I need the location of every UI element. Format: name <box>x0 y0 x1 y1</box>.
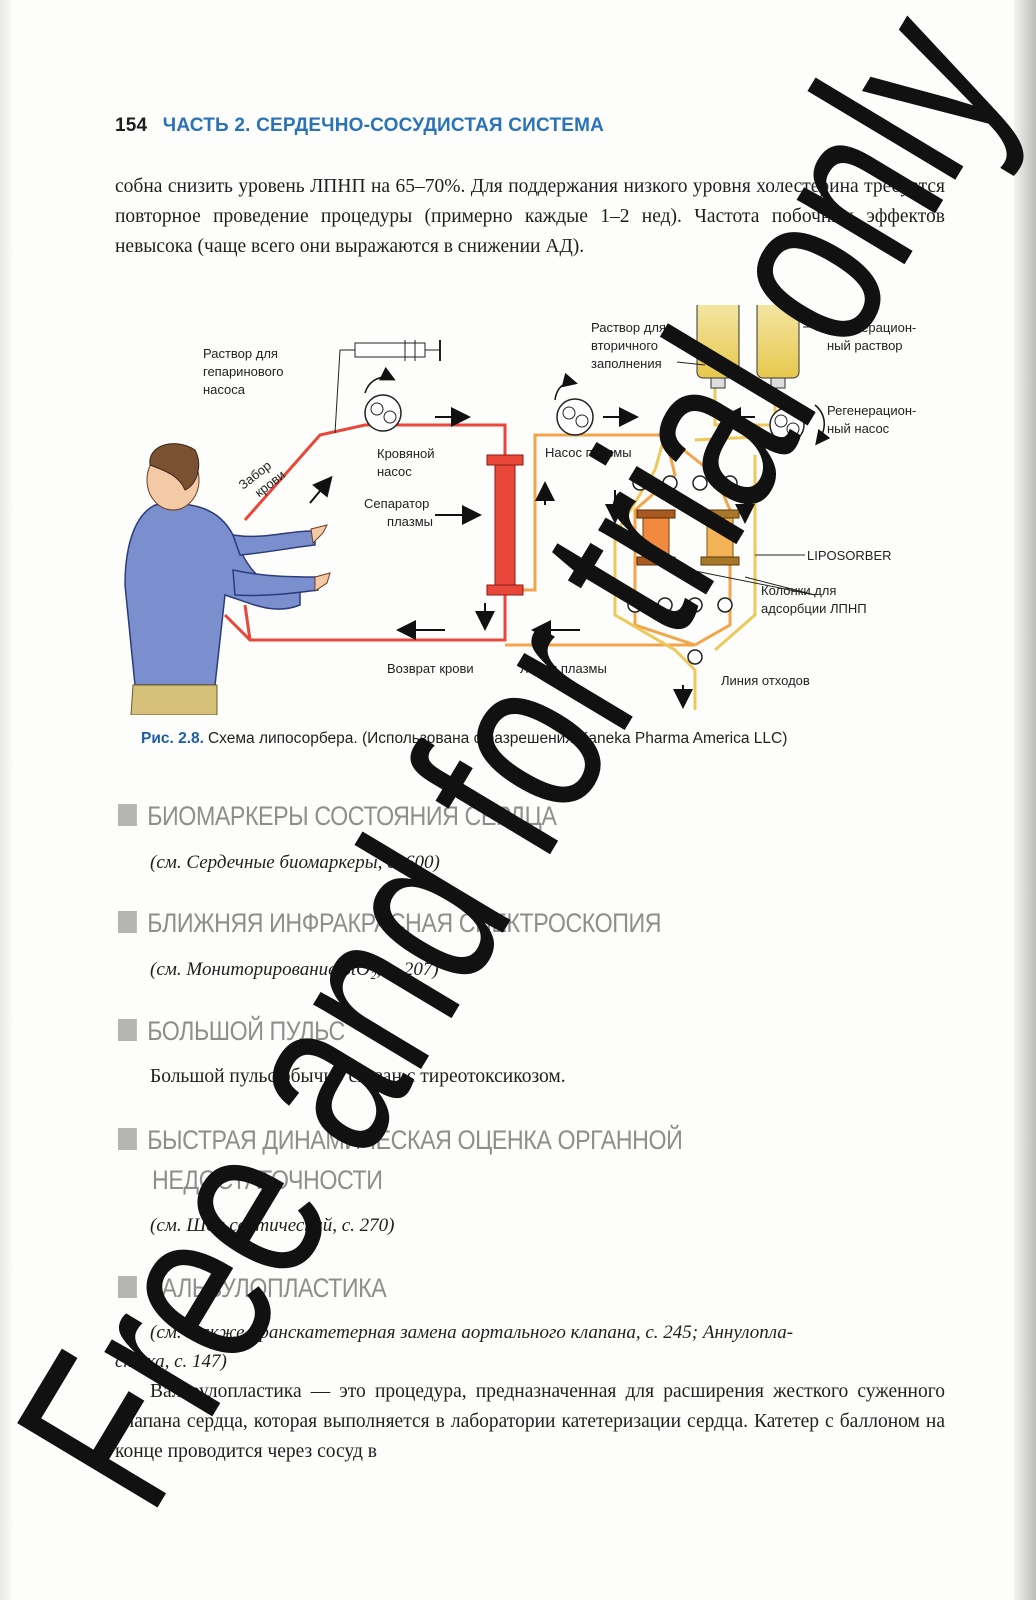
plasma-pump <box>554 372 594 436</box>
page-number: 154 <box>115 115 148 136</box>
regeneration-solution-bag <box>756 305 800 389</box>
label-blood-draw: Забор крови <box>236 454 288 504</box>
label-heparin: Раствор для гепаринового насоса <box>203 346 287 397</box>
leader-lines <box>674 326 820 596</box>
label-priming: Раствор для вторичного заполнения <box>591 320 670 371</box>
section-body-valvuloplasty: Вальвулопластика — это процедура, предна… <box>115 1381 945 1462</box>
section-heading-sofa-line2: НЕДОСТАТОЧНОСТИ <box>152 1165 383 1195</box>
heading-bullet-icon <box>118 804 137 826</box>
label-regen-pump: Регенерацион- ный насос <box>827 403 920 436</box>
heading-bullet-icon <box>118 1128 137 1150</box>
running-head: 154 ЧАСТЬ 2. СЕРДЕЧНО-СОСУДИСТАЯ СИСТЕМА <box>115 115 604 137</box>
label-regen-solution: Регенерацион- ный раствор <box>827 320 920 353</box>
flow-arrows <box>309 407 755 709</box>
label-blood-pump: Кровяной насос <box>377 446 438 479</box>
regeneration-pump <box>769 404 831 446</box>
page-shadow-left <box>0 0 14 1600</box>
chapter-title: ЧАСТЬ 2. СЕРДЕЧНО-СОСУДИСТАЯ СИСТЕМА <box>162 115 605 136</box>
label-plasma-pump: Насос плазмы <box>545 445 632 460</box>
section-heading-biomarkers: БИОМАРКЕРЫ СОСТОЯНИЯ СЕРДЦА <box>118 798 557 834</box>
section-ref-biomarkers: (см. Сердечные биомаркеры, с. 600) <box>150 852 440 873</box>
section-heading-large-pulse: БОЛЬШОЙ ПУЛЬС <box>118 1013 345 1049</box>
figure-caption: Рис. 2.8.Схема липосорбера. (Использован… <box>141 730 787 748</box>
label-liposorber: LIPOSORBER <box>807 548 892 563</box>
section-heading-nirs: БЛИЖНЯЯ ИНФРАКРАСНАЯ СПЕКТРОСКОПИЯ <box>118 905 662 941</box>
section-heading-valvuloplasty: ВАЛЬВУЛОПЛАСТИКА <box>118 1270 387 1306</box>
plasma-separator <box>486 454 524 596</box>
valves <box>627 475 738 665</box>
section-ref-valvuloplasty-1: (см. также Транскатетерная замена аортал… <box>150 1322 794 1343</box>
blood-circuit <box>223 423 507 642</box>
heading-bullet-icon <box>118 1019 137 1041</box>
blood-pump <box>364 366 402 432</box>
heading-bullet-icon <box>118 1276 137 1298</box>
label-waste-line: Линия отходов <box>721 673 810 688</box>
priming-solution-bag <box>696 305 740 389</box>
section-ref-sofa: (см. Шок септический, с. 270) <box>150 1215 395 1236</box>
patient-figure <box>124 443 331 715</box>
figure-caption-text: Схема липосорбера. (Использована с разре… <box>207 730 788 747</box>
figure-caption-label: Рис. 2.8. <box>141 730 204 747</box>
section-ref-valvuloplasty-2: стика, с. 147) <box>115 1351 227 1372</box>
page-binding-edge <box>1014 0 1036 1600</box>
liposorber-diagram: Раствор для гепаринового насоса Забор кр… <box>124 305 920 715</box>
label-blood-return: Возврат крови <box>387 661 474 676</box>
regen-circuit <box>613 365 797 710</box>
ldl-adsorption-column-right <box>700 509 740 566</box>
section-body-large-pulse: Большой пульс обычно связан с тиреотокси… <box>150 1066 566 1087</box>
heading-bullet-icon <box>118 911 137 933</box>
label-separator: Сепаратор плазмы <box>364 496 433 529</box>
section-ref-nirs: (см. Мониторирование StO₂, с. 207) <box>150 959 439 980</box>
plasma-circuit <box>505 433 732 647</box>
ldl-adsorption-column-left <box>636 509 676 566</box>
label-plasma-line: Линия плазмы <box>520 661 607 676</box>
section-heading-sofa: БЫСТРАЯ ДИНАМИЧЕСКАЯ ОЦЕНКА ОРГАННОЙ <box>118 1122 683 1158</box>
intro-paragraph: собна снизить уровень ЛПНП на 65–70%. Дл… <box>115 176 945 257</box>
heparin-syringe <box>334 340 441 434</box>
label-columns: Колонки для адсорбции ЛПНП <box>761 583 867 616</box>
